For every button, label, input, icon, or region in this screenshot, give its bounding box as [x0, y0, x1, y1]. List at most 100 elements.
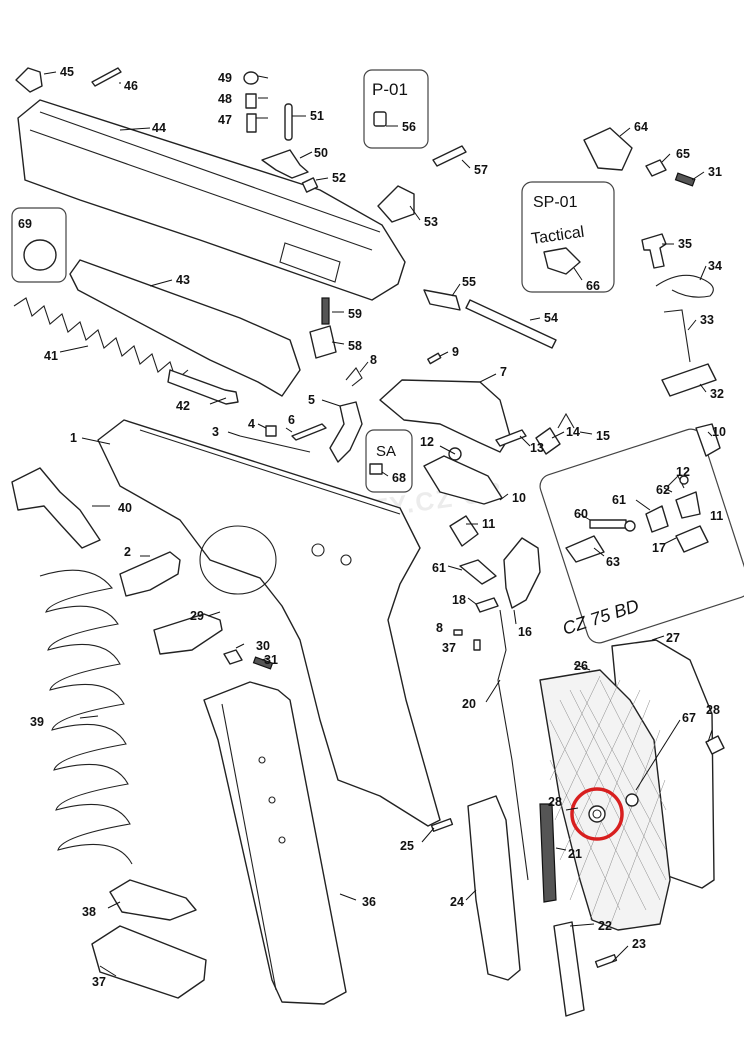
part-number-label: 31 [264, 653, 278, 667]
part-number-label: 3 [212, 425, 219, 439]
part-32 [661, 363, 717, 397]
part-7 [379, 379, 511, 453]
part-14 [535, 427, 561, 455]
part-number-label: 34 [708, 259, 722, 273]
guide-rod-part-54 [465, 299, 557, 349]
part-number-label: 67 [682, 711, 696, 725]
pin-part-9-bottom [453, 629, 463, 636]
grip-bolt-head [625, 793, 639, 807]
part-number-label: 69 [18, 217, 32, 231]
extractor-part [261, 149, 309, 179]
variant-label-p01: P-01 [372, 80, 408, 99]
spring-part-8 [345, 367, 363, 387]
part-number-label: 14 [566, 425, 580, 439]
part-number-label: 29 [190, 609, 204, 623]
pin-part-25 [430, 818, 454, 832]
variant-label-sa: SA [376, 443, 396, 460]
part-number-label: 10 [712, 425, 726, 439]
part-number-label: 9 [452, 345, 459, 359]
pin-part-57 [432, 145, 467, 167]
part-number-label: 60 [574, 507, 588, 521]
part-number-label: 37 [92, 975, 106, 989]
recoil-spring-part [13, 297, 189, 381]
part-number-label: 21 [568, 847, 582, 861]
grip-screw-part [705, 735, 725, 755]
screw-part-68 [369, 463, 383, 475]
part-5 [329, 401, 363, 463]
part-17-bd [675, 525, 709, 553]
spring-part-55 [423, 289, 461, 311]
part-number-label: 12 [676, 465, 690, 479]
pin-part-23 [594, 954, 618, 968]
part-number-label: 30 [256, 639, 270, 653]
leader-lines [43, 71, 713, 977]
variant-label-sp01: SP-01 [533, 194, 578, 211]
part-64 [583, 127, 633, 171]
grip-panel-right [539, 669, 671, 931]
part-number-label: 26 [574, 659, 588, 673]
magazine-follower-part [109, 879, 197, 921]
variant-box-sa: SA [365, 429, 413, 493]
part-11-middle [449, 515, 479, 547]
part-number-label: 20 [462, 697, 476, 711]
part-number-label: 15 [596, 429, 610, 443]
part-number-label: 45 [60, 65, 74, 79]
part-number-label: 11 [710, 509, 723, 523]
part-number-label: 42 [176, 399, 190, 413]
part-number-label: 5 [308, 393, 315, 407]
screw-part-56 [373, 111, 387, 127]
part-number-label: 18 [452, 593, 466, 607]
pin-part-6 [291, 423, 327, 441]
screw-part-35 [641, 233, 667, 269]
spring-part-48 [245, 93, 257, 109]
part-number-label: 36 [362, 895, 376, 909]
part-number-label: 37 [442, 641, 456, 655]
grip-checkering [549, 675, 667, 927]
part-number-label: 10 [512, 491, 526, 505]
part-number-label: 38 [82, 905, 96, 919]
magazine-spring-part [39, 569, 133, 865]
part-30 [223, 649, 243, 665]
part-number-label: 41 [44, 349, 58, 363]
part-number-label: 12 [420, 435, 434, 449]
variant-box-p01: P-01 [363, 69, 429, 149]
part-number-label: 53 [424, 215, 438, 229]
spring-part-34 [655, 274, 714, 298]
part-12-bd [679, 475, 689, 485]
pin-part-13 [495, 429, 527, 447]
part-58 [309, 325, 337, 359]
highlight-circle [570, 787, 624, 841]
pin-part-51 [284, 103, 293, 141]
part-number-label: 4 [248, 417, 255, 431]
bushing-part-69 [23, 239, 57, 271]
part-number-label: 54 [544, 311, 558, 325]
pin-part-3 [239, 435, 311, 453]
part-10-bd [695, 423, 721, 457]
safety-part [153, 613, 223, 655]
variant-box-cz75bd: CZ 75 BD [539, 428, 744, 644]
variant-box-sp01: SP-01 Tactical [521, 181, 615, 293]
part-number-label: 66 [586, 279, 600, 293]
spring-part-59 [321, 297, 330, 325]
part-number-label: 40 [118, 501, 132, 515]
part-number-label: 27 [666, 631, 680, 645]
part-number-label: 57 [474, 163, 488, 177]
slide-part [17, 99, 406, 301]
spring-part-52 [301, 177, 319, 193]
spring-part-15 [557, 412, 575, 429]
part-number-label: 31 [708, 165, 722, 179]
part-number-label: 56 [402, 120, 416, 134]
part-number-label: 35 [678, 237, 692, 251]
part-number-label: 11 [482, 517, 495, 531]
part-number-label: 1 [70, 431, 77, 445]
part-number-label: 44 [152, 121, 166, 135]
rear-sight-part [15, 67, 43, 93]
part-number-label: 22 [598, 919, 612, 933]
magazine-part [203, 681, 347, 1005]
magazine-release-part [11, 467, 101, 549]
spring-part-31-bottom [252, 656, 274, 670]
part-number-label: 23 [632, 937, 646, 951]
front-sight-part [377, 185, 415, 223]
part-number-label: 50 [314, 146, 328, 160]
